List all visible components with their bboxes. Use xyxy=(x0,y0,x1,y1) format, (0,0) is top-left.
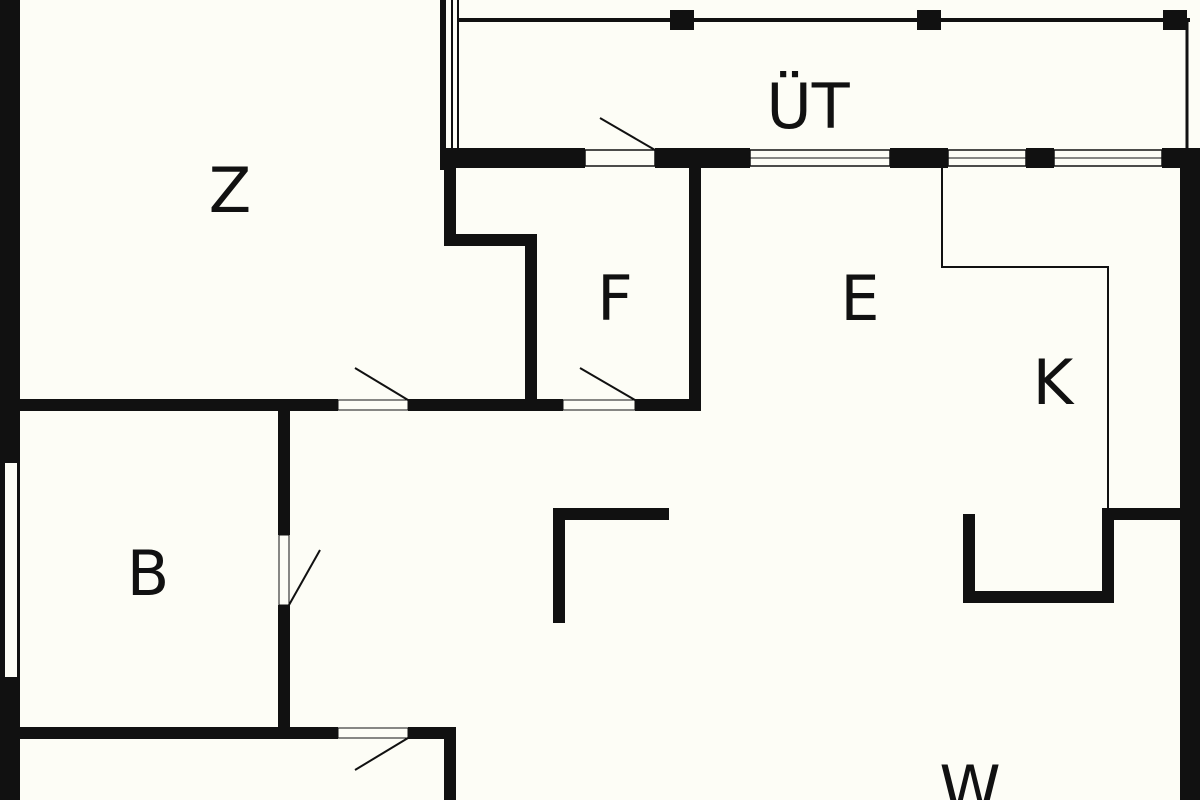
room-b-door-swing xyxy=(288,549,321,606)
living-area-partition xyxy=(553,508,669,623)
lower-room-door-swing xyxy=(354,737,409,771)
kitchen-counter xyxy=(941,168,1180,603)
room-label-f: F xyxy=(597,262,633,335)
balcony-outline xyxy=(440,0,1190,170)
room-label-b: B xyxy=(127,537,170,610)
room-z-door-swing xyxy=(354,367,409,401)
room-label-k: K xyxy=(1033,346,1075,419)
balcony-facade-wall xyxy=(440,148,1200,168)
room-b-walls xyxy=(20,405,456,800)
room-label-balcony: ÜT xyxy=(766,70,850,143)
room-f-walls xyxy=(444,168,701,408)
room-label-w: W xyxy=(939,752,1000,800)
room-f-door-swing xyxy=(579,367,636,401)
outer-left-wall xyxy=(0,0,20,800)
room-label-z: Z xyxy=(209,154,251,227)
outer-right-wall xyxy=(1180,148,1200,800)
hall-upper-wall xyxy=(20,399,701,411)
balcony-door-swing xyxy=(599,117,656,151)
room-label-e: E xyxy=(840,262,879,335)
